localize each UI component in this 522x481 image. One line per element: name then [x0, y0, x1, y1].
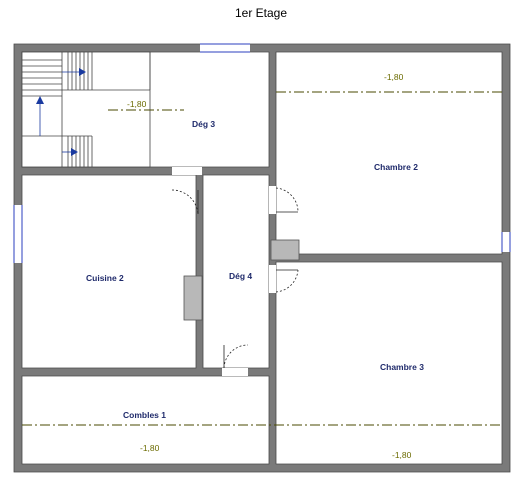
door-swing-ch3 [275, 269, 299, 293]
opening-door-ch2 [269, 186, 276, 214]
room-label-combles1: Combles 1 [123, 410, 166, 420]
plan-title: 1er Etage [234, 6, 288, 20]
stair-arrow-right-icon-2 [71, 148, 78, 156]
room-label-deg4: Dég 4 [229, 271, 252, 281]
chimney-deg4 [270, 239, 300, 261]
level-label-deg3: -1,80 [127, 99, 147, 109]
level-label-combles1: -1,80 [140, 443, 160, 453]
opening-door-combles [222, 368, 248, 376]
room-label-cuisine2: Cuisine 2 [86, 273, 124, 283]
opening-right-chambre2 [502, 232, 510, 252]
level-label-chambre3: -1,80 [392, 450, 412, 460]
door-swing-ch2 [275, 187, 299, 213]
door-swings [171, 187, 299, 369]
room-label-chambre3: Chambre 3 [380, 362, 424, 372]
level-label-chambre2: -1,80 [384, 72, 404, 82]
opening-left-cuisine [14, 205, 22, 263]
chimney-cuisine [183, 275, 203, 321]
opening-top-deg3 [200, 44, 250, 52]
stair-arrow-right-icon [79, 68, 86, 76]
room-label-chambre2: Chambre 2 [374, 162, 418, 172]
door-swing-combles [223, 344, 249, 369]
stair-arrow-up-icon [36, 96, 44, 104]
windows [13, 43, 511, 263]
stair-arrows [36, 68, 86, 156]
opening-door-cuisine [172, 167, 202, 175]
walls [13, 43, 511, 473]
wall-openings [14, 44, 510, 376]
door-swing-cuisine [171, 189, 199, 215]
level-lines [22, 91, 502, 426]
opening-door-ch3 [269, 265, 276, 293]
room-label-deg3: Dég 3 [192, 119, 215, 129]
